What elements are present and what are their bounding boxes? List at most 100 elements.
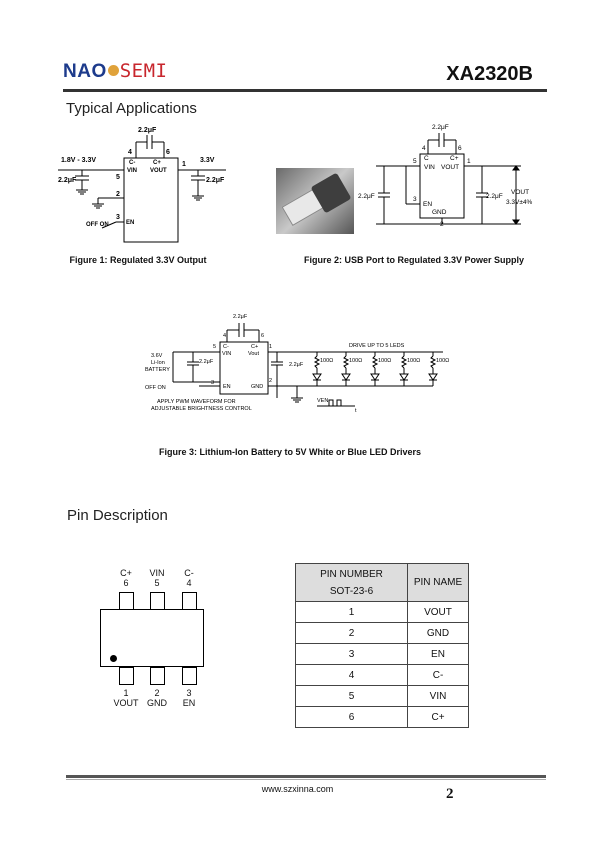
fig3-ic-vin: VIN: [222, 351, 231, 357]
fig2-pin4-label: 4: [422, 145, 426, 152]
fig3-pin6-label: 6: [261, 333, 264, 339]
fig1-cout-label: 2.2μF: [206, 177, 225, 184]
package-lead-top: [182, 592, 197, 610]
package-bottom-pin-number-0: 1: [123, 688, 129, 698]
fig3-pin4-label: 4: [223, 333, 226, 339]
fig2-vout-tolerance: 3.3V±4%: [506, 199, 533, 206]
package-bottom-pin-number-1: 2: [154, 688, 160, 698]
usb-plug-photo: [276, 168, 354, 234]
package-lead-bottom: [182, 667, 197, 685]
fig1-flying-cap-label: 2.2μF: [138, 127, 157, 134]
logo-semi-text: SEMI: [119, 60, 168, 82]
fig3-pin5-label: 5: [213, 344, 216, 350]
fig1-pin2-label: 2: [116, 191, 120, 198]
part-number: XA2320B: [446, 63, 533, 85]
fig3-cin-label: 2.2μF: [199, 359, 214, 365]
section-title-pin-description: Pin Description: [67, 507, 168, 524]
pin-name-cell: EN: [407, 643, 469, 665]
resistor-symbol: [313, 355, 321, 369]
logo-nao-text: NAO: [63, 61, 107, 82]
fig2-pin2-label: 2: [440, 221, 444, 228]
package-top-pin-number-2: 4: [186, 578, 192, 588]
fig1-pin5-label: 5: [116, 174, 120, 181]
fig3-pin3-label: 3: [211, 380, 214, 386]
footer-rule: [66, 775, 546, 778]
package-lead-top: [119, 592, 134, 610]
package-bottom-pin-number-2: 3: [186, 688, 192, 698]
fig2-ic-c: C: [424, 155, 429, 162]
pin-number-cell: 1: [295, 601, 408, 623]
fig1-pin6-label: 6: [166, 149, 170, 156]
resistor-symbol: [342, 355, 350, 369]
fig3-drive-label: DRIVE UP TO 5 LEDS: [349, 343, 405, 349]
figure-1-schematic: 2.2μF 4 6 1.8V - 3.3V 3.3V 5 1 2 3 2.2μF…: [58, 127, 226, 243]
fig2-flying-cap-label: 2.2μF: [432, 124, 449, 131]
fig2-vout-label: VOUT: [511, 189, 529, 196]
pin-number-cell: 6: [295, 706, 408, 728]
footer-url: www.szxinna.com: [261, 784, 334, 794]
package-top-pin-number-0: 6: [123, 578, 129, 588]
page-number: 2: [446, 786, 454, 802]
fig1-off-on-label: OFF ON: [86, 222, 109, 228]
fig1-ic-vout: VOUT: [150, 168, 167, 174]
fig3-ic-vout: Vout: [248, 351, 259, 357]
fig1-ic-en: EN: [126, 220, 134, 226]
pin-table-header-number: PIN NUMBER SOT-23-6: [295, 563, 408, 602]
package-top-pin-name-2: C-: [184, 568, 194, 578]
fig2-pin5-label: 5: [413, 158, 417, 165]
header-rule: [63, 89, 547, 92]
fig1-cin-label: 2.2μF: [58, 177, 77, 184]
company-logo: NAO SEMI: [63, 60, 168, 83]
fig3-ic-gnd: GND: [251, 384, 263, 390]
led-symbol: [370, 373, 380, 381]
resistor-symbol: [400, 355, 408, 369]
resistor-value-label: 100Ω: [436, 358, 449, 364]
resistor-symbol: [371, 355, 379, 369]
fig2-cout-label: 2.2μF: [486, 193, 503, 200]
pin-name-cell: VIN: [407, 685, 469, 707]
package-body: [100, 609, 204, 667]
header-package: SOT-23-6: [329, 585, 374, 597]
fig3-ic-body: [219, 341, 269, 395]
fig2-ic-en: EN: [423, 201, 432, 208]
figure-2-caption: Figure 2: USB Port to Regulated 3.3V Pow…: [303, 255, 525, 265]
fig3-pin1-label: 1: [269, 344, 272, 350]
pin-table-header-name: PIN NAME: [407, 563, 469, 602]
pin-number-cell: 2: [295, 622, 408, 644]
fig3-ic-cplus: C+: [251, 344, 258, 350]
package-top-pin-number-1: 5: [154, 578, 160, 588]
resistor-value-label: 100Ω: [320, 358, 333, 364]
resistor-value-label: 100Ω: [349, 358, 362, 364]
led-symbol: [312, 373, 322, 381]
fig3-ic-cminus: C-: [223, 344, 229, 350]
package-lead-bottom: [150, 667, 165, 685]
package-lead-top: [150, 592, 165, 610]
pin-number-cell: 5: [295, 685, 408, 707]
fig3-battery-voltage: 3.6V: [151, 353, 163, 359]
fig1-ic-vin: VIN: [127, 168, 137, 174]
pin-name-cell: VOUT: [407, 601, 469, 623]
resistor-symbol: [429, 355, 437, 369]
pin-name-cell: C-: [407, 664, 469, 686]
figure-2-schematic: 2.2μF 4 6 5 1 3 2 2.2μF 2.2μF VOUT 3.3V±…: [358, 124, 533, 228]
pin-name-cell: GND: [407, 622, 469, 644]
package-bottom-pin-name-0: VOUT: [113, 698, 139, 708]
fig3-battery-type: Li-Ion: [151, 360, 165, 366]
fig1-pin3-label: 3: [116, 214, 120, 221]
header-pin-number: PIN NUMBER: [320, 568, 383, 580]
fig1-ic-cplus: C+: [153, 160, 161, 166]
package-bottom-pin-name-1: GND: [147, 698, 167, 708]
fig3-ven-label: VEN: [317, 398, 328, 404]
pin-name-cell: C+: [407, 706, 469, 728]
fig1-ic-cminus: C-: [129, 160, 135, 166]
fig2-pin6-label: 6: [458, 145, 462, 152]
fig1-ic-body: [123, 157, 179, 243]
fig1-vin-label: 1.8V - 3.3V: [61, 157, 96, 164]
